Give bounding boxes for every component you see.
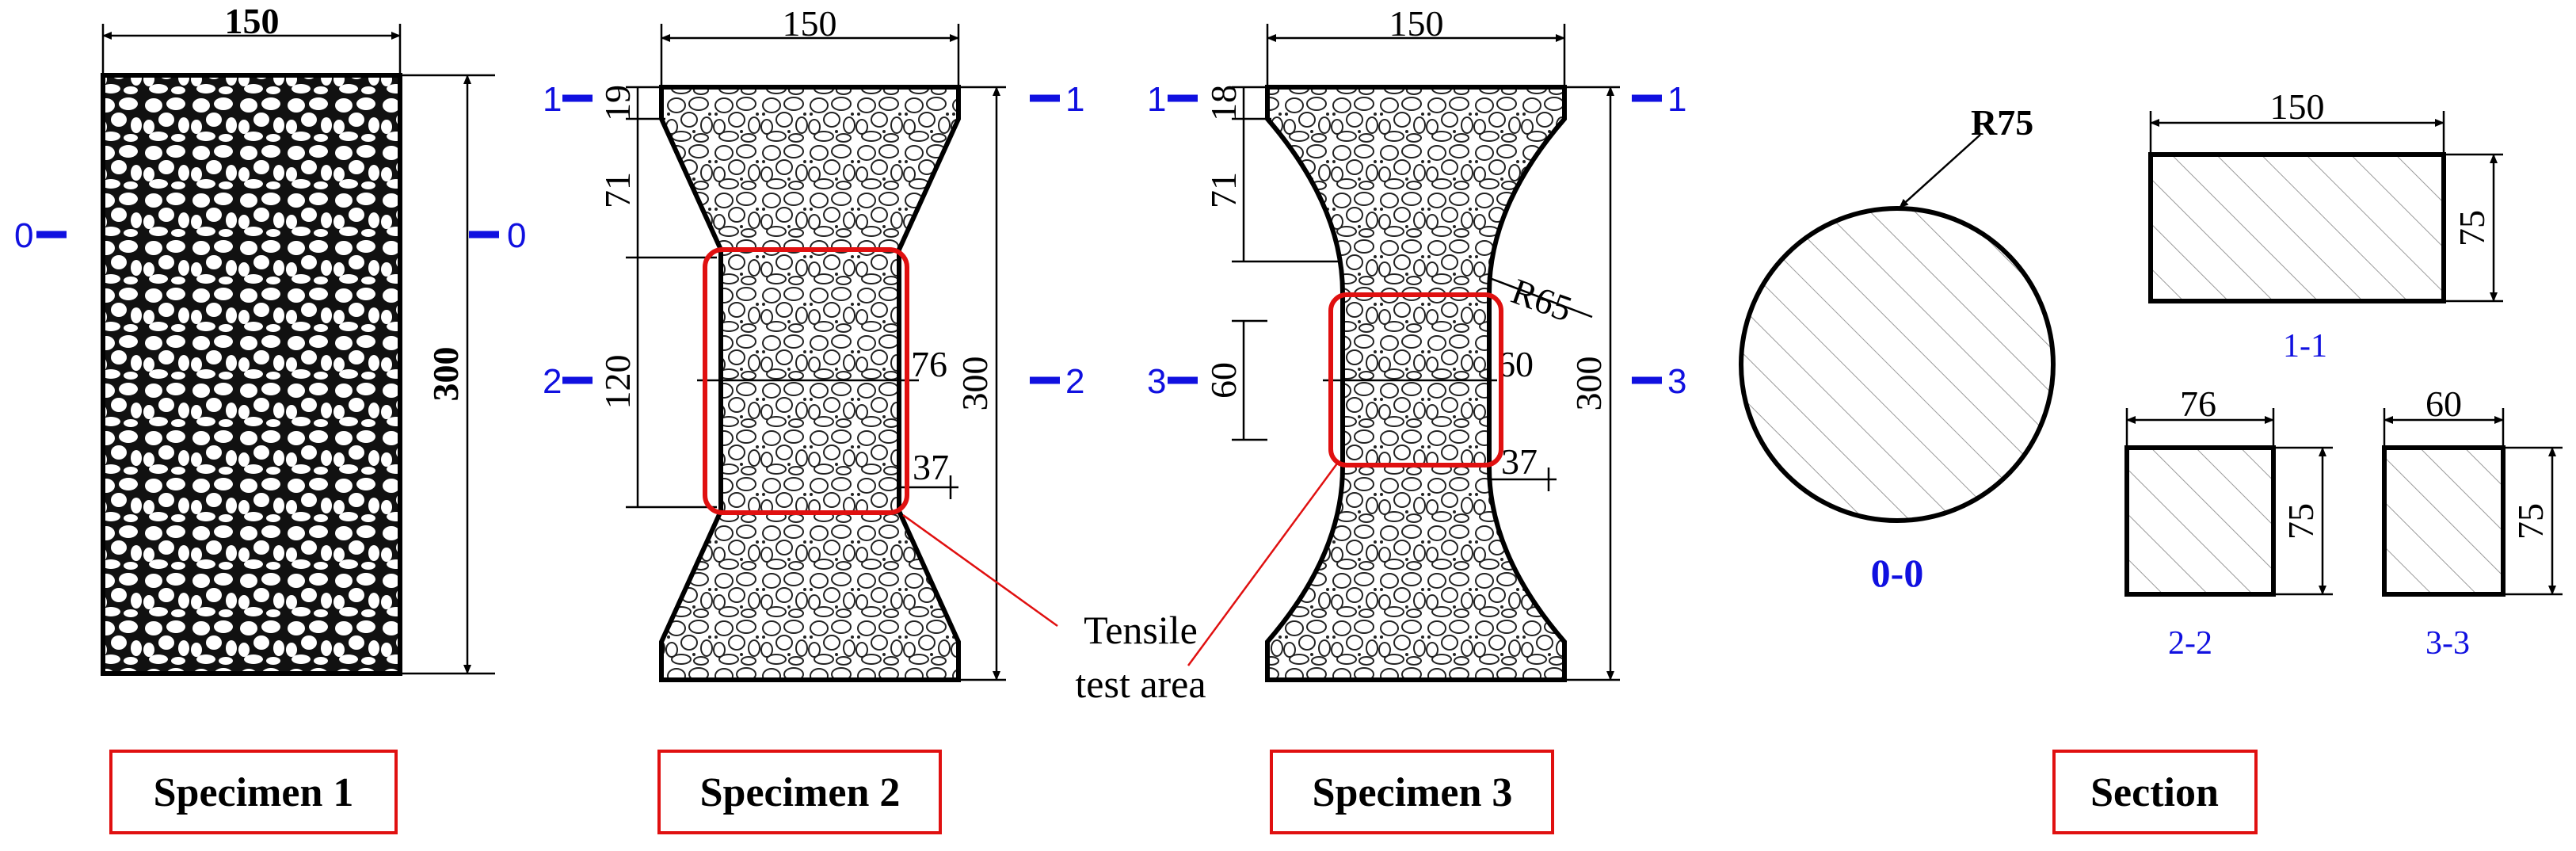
specimen-2-top-label: 19 [597, 85, 638, 121]
specimen-2: 150 19 71 120 300 76 37 1 1 2 2 Specimen… [543, 3, 1084, 834]
specimen-3-title: Specimen 3 [1313, 770, 1513, 815]
specimen-3-height-label: 300 [1568, 357, 1609, 411]
tensile-test-area-callout: Tensile test area [902, 463, 1339, 706]
section-0-0-circle [1739, 206, 2056, 523]
specimen-2-taper-label: 71 [597, 172, 638, 208]
section-mark-0-left: 0 [14, 216, 33, 255]
specimen-1-title: Specimen 1 [154, 770, 354, 815]
specimen-1-width-label: 150 [225, 1, 280, 41]
specimen-2-offset-label: 37 [913, 447, 949, 487]
specimen-3-top-label: 18 [1203, 85, 1244, 121]
specimen-2-title-box [657, 750, 942, 834]
section-1-1-height-label: 75 [2452, 210, 2492, 246]
section-mark-2-left: 2 [543, 362, 562, 401]
section-1-1-name: 1-1 [2283, 328, 2327, 364]
section-mark-0-right: 0 [507, 216, 526, 255]
section-2-2-width-label: 76 [2180, 384, 2216, 424]
callout-line-2: test area [1075, 662, 1206, 706]
specimen-1: 150 300 0 0 Specimen 1 [14, 1, 526, 834]
specimen-3-title-box [1270, 750, 1554, 834]
specimen-3-radius-label: R65 [1507, 270, 1578, 329]
section-2-2-name: 2-2 [2168, 625, 2212, 662]
specimen-3-middle-label: 60 [1203, 362, 1244, 399]
specimen-3: 150 18 71 60 300 R65 60 37 1 1 3 [1147, 3, 1686, 834]
specimen-3-test-area [1328, 292, 1503, 467]
specimen-2-test-area [703, 247, 909, 515]
section-0-0-radius-label: R75 [1971, 102, 2033, 143]
section-0-0-name: 0-0 [1871, 551, 1924, 595]
section-title: Section [2090, 770, 2219, 815]
specimen-1-height-label: 300 [425, 347, 466, 402]
specimen-3-taper-label: 71 [1203, 172, 1244, 208]
section-mark-3-left: 3 [1147, 362, 1166, 401]
specimen-2-height-label: 300 [955, 357, 995, 411]
section-3-3-width-label: 60 [2425, 384, 2462, 424]
specimen-2-title: Specimen 2 [700, 770, 901, 815]
section-2-2-height-label: 75 [2281, 503, 2321, 540]
specimen-2-width-label: 150 [783, 3, 837, 44]
section-2-2-rect [2124, 445, 2276, 597]
section-1-1-width-label: 150 [2270, 86, 2325, 127]
callout-line-1: Tensile [1084, 608, 1198, 652]
section-mark-1b-left: 1 [1147, 80, 1166, 119]
specimen-1-title-box [109, 750, 398, 834]
section-3-3-rect [2382, 445, 2506, 597]
section-1-1-rect [2148, 152, 2446, 303]
section-title-box [2052, 750, 2258, 834]
sections: R75 0-0 150 75 1-1 76 75 2-2 60 [1739, 86, 2563, 834]
section-mark-1-left: 1 [543, 80, 562, 119]
specimen-2-middle-label: 120 [597, 355, 638, 410]
specimen-3-offset-label: 37 [1501, 441, 1538, 482]
section-mark-2-right: 2 [1065, 362, 1084, 401]
specimen-1-body [101, 73, 402, 676]
section-mark-1-right: 1 [1065, 80, 1084, 119]
section-3-3-height-label: 75 [2510, 503, 2551, 540]
section-3-3-name: 3-3 [2425, 625, 2470, 662]
specimen-3-width-label: 150 [1389, 3, 1444, 44]
section-mark-1b-right: 1 [1667, 80, 1686, 119]
specimen-2-neck-label: 76 [911, 344, 947, 384]
section-mark-3-right: 3 [1667, 362, 1686, 401]
